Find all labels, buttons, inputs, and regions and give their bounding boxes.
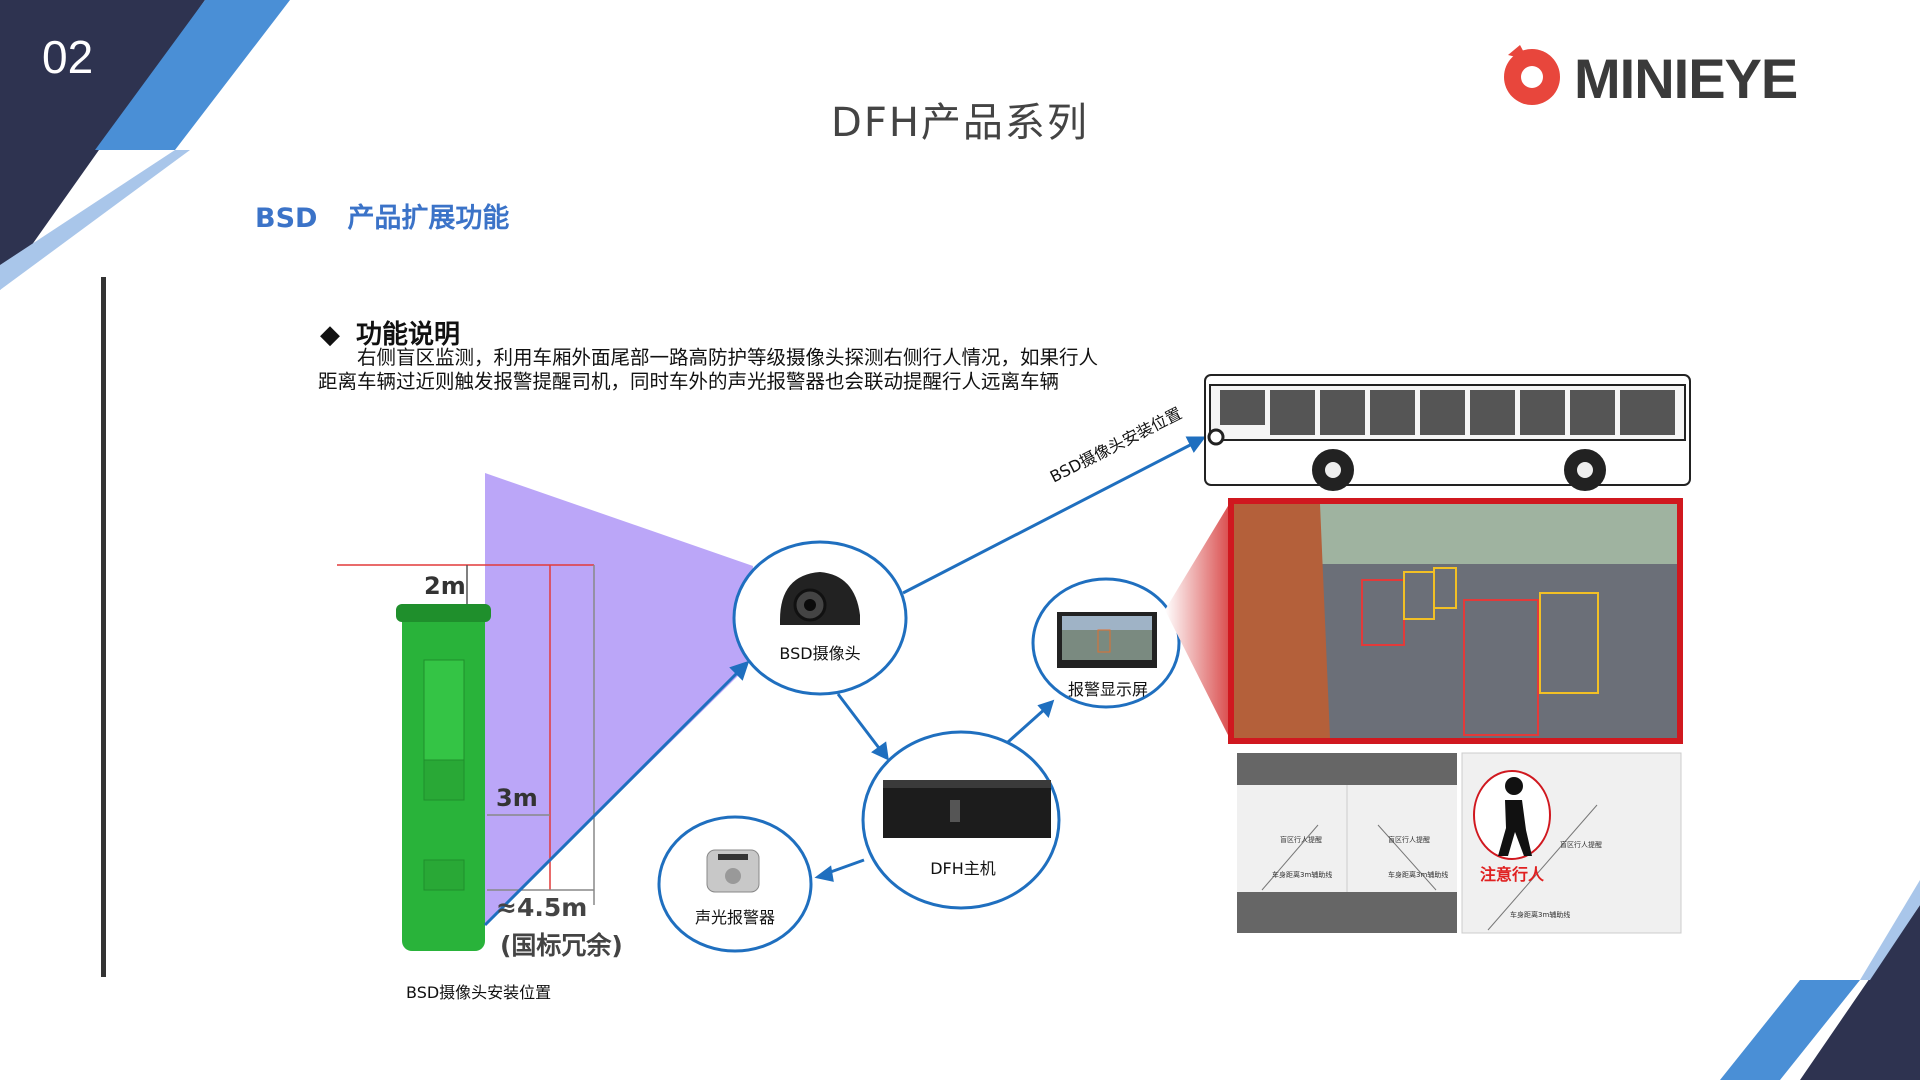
speaker-alarm-icon: [706, 849, 760, 893]
monitor-icon: [1057, 612, 1157, 668]
display-label: 报警显示屏: [1067, 680, 1148, 699]
distance-4-5m: ≈4.5m: [496, 893, 588, 922]
mirror-view-panel: [1237, 753, 1457, 933]
logo-text: MINIEYE: [1574, 47, 1798, 110]
install-caption: BSD摄像头安装位置: [406, 983, 552, 1002]
pedestrian-warning-text: 注意行人: [1480, 865, 1545, 884]
panel-tiny-label: 盲区行人提醒: [1560, 841, 1602, 849]
section-heading: BSD 产品扩展功能: [255, 196, 539, 235]
street-detection-photo: [1228, 498, 1683, 744]
description-line-1: 右侧盲区监测，利用车厢外面尾部一路高防护等级摄像头探测右侧行人情况，如果行人: [357, 346, 1099, 369]
alarm-label: 声光报警器: [694, 908, 775, 927]
dvr-host-icon: [883, 780, 1051, 838]
distance-3m: 3m: [496, 784, 538, 812]
feature-title: 功能说明: [356, 320, 461, 350]
distance-2m: 2m: [424, 572, 466, 600]
camera-icon: [780, 572, 860, 625]
panel-tiny-label: 车身距离3m辅助线: [1388, 871, 1449, 879]
feature-description: 右侧盲区监测，利用车厢外面尾部一路高防护等级摄像头探测右侧行人情况，如果行人 距…: [318, 346, 1138, 394]
minieye-logo-icon: [1504, 45, 1560, 105]
panel-tiny-label: 盲区行人提醒: [1388, 836, 1430, 844]
panel-tiny-label: 车身距离3m辅助线: [1272, 871, 1333, 879]
slide-number: 02: [42, 31, 94, 83]
bus-top-view: [396, 604, 491, 951]
national-margin: (国标冗余): [500, 931, 623, 960]
description-line-2: 距离车辆过近则触发报警提醒司机，同时车外的声光报警器也会联动提醒行人远离车辆: [318, 370, 1060, 393]
panel-tiny-label: 盲区行人提醒: [1280, 836, 1322, 844]
diamond-bullet-icon: ◆: [320, 320, 340, 350]
section-code: BSD: [255, 203, 318, 234]
vertical-divider: [101, 277, 106, 977]
host-label: DFH主机: [930, 859, 996, 878]
city-bus-side-view: [1204, 374, 1691, 491]
pedestrian-warning-panel: [1461, 752, 1682, 934]
section-label: 产品扩展功能: [347, 203, 510, 234]
camera-label: BSD摄像头: [779, 644, 861, 663]
page-title: DFH产品系列: [831, 100, 1089, 146]
detection-zone: [485, 473, 753, 925]
panel-tiny-label: 车身距离3m辅助线: [1510, 911, 1571, 919]
feature-heading: ◆ 功能说明: [320, 314, 460, 351]
